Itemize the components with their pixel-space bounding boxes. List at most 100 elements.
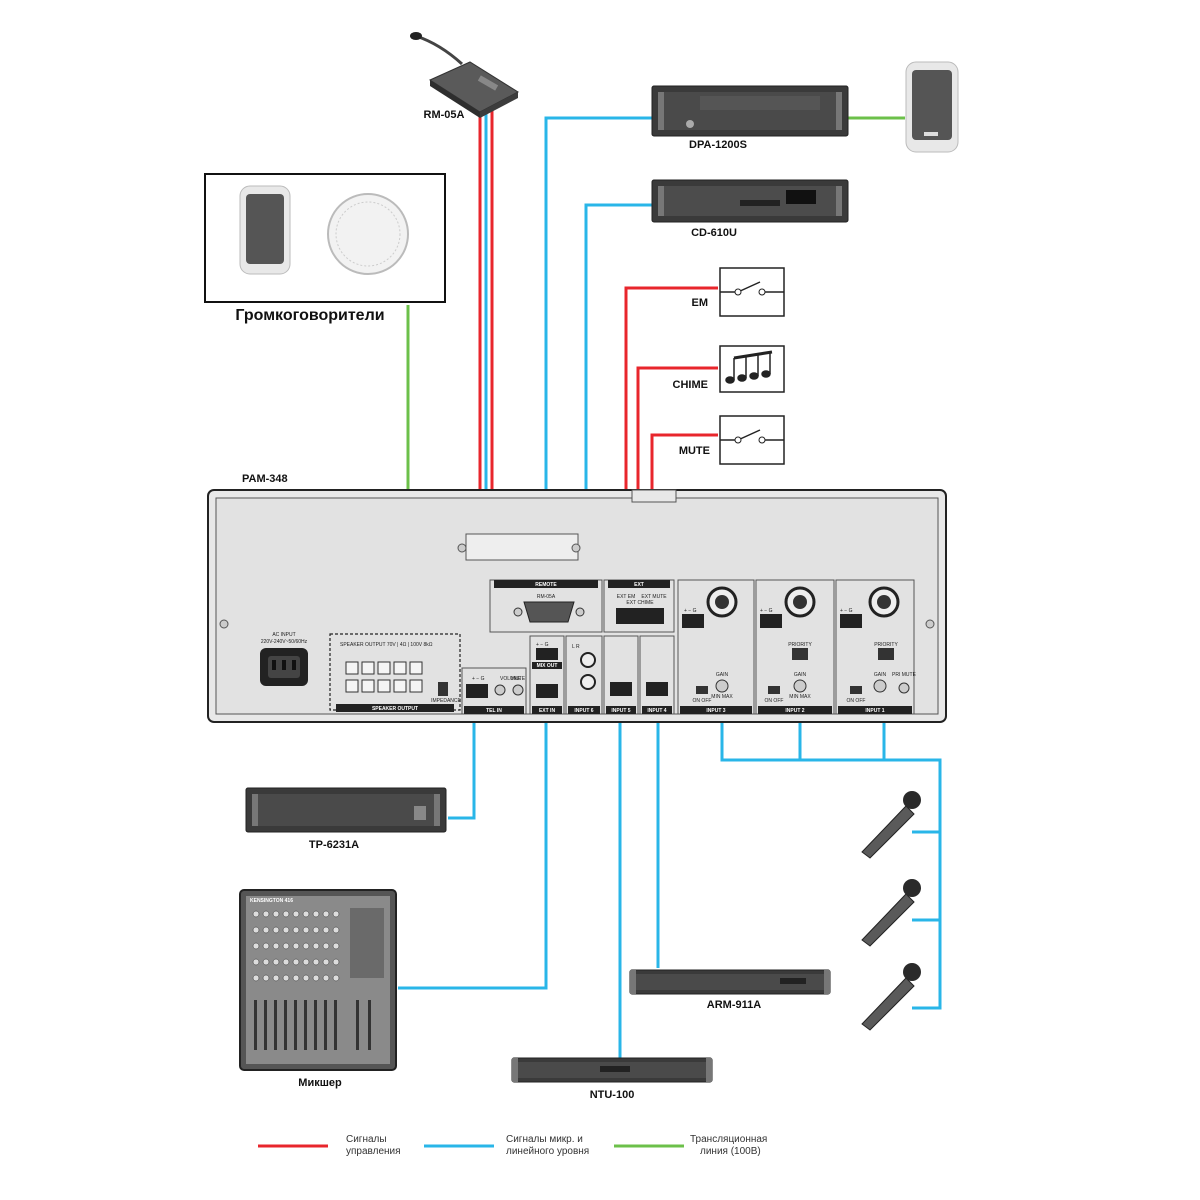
remote-db9-port[interactable] <box>523 601 575 623</box>
telin-mute-label: MUTE <box>511 676 526 682</box>
input1-label: INPUT 1 <box>865 708 884 714</box>
mixer-device[interactable]: KENSINGTON 416 Микшер <box>239 889 397 1089</box>
mixer-label: Микшер <box>298 1077 342 1089</box>
telin-label: TEL IN <box>486 708 502 714</box>
input3-minmax: MIN MAX <box>711 694 733 700</box>
rm05a-device[interactable]: RM-05A <box>410 32 520 121</box>
ext-terminal[interactable] <box>616 608 664 624</box>
input4-terminal[interactable] <box>646 682 668 696</box>
input2-label: INPUT 2 <box>785 708 804 714</box>
microphone-2[interactable] <box>861 879 921 947</box>
ext-em-label: EXT EM <box>617 594 636 600</box>
input1-primute-knob[interactable] <box>898 682 910 694</box>
extin-terminal[interactable] <box>536 684 558 698</box>
speaker-output-label: SPEAKER OUTPUT <box>372 706 418 712</box>
microphone-3[interactable] <box>861 963 921 1031</box>
impedance-label: IMPEDANCE <box>431 698 461 704</box>
input3-gain-label: GAIN <box>716 672 729 678</box>
input3-gain-knob[interactable] <box>715 679 729 693</box>
pam348-label: PAM-348 <box>242 473 288 485</box>
dpa-speaker <box>905 61 959 153</box>
legend-control-line2: управления <box>346 1146 401 1157</box>
tp6231a-device[interactable]: TP-6231A <box>245 787 447 851</box>
input1-gain-label: GAIN <box>874 672 887 678</box>
input1-terminal[interactable] <box>840 614 862 628</box>
input1-primute-label: PRI MUTE <box>892 672 917 678</box>
input3-pmg: + − G <box>684 608 697 614</box>
input6-rca-r[interactable] <box>580 674 596 690</box>
ac-input-label: AC INPUT <box>272 632 295 638</box>
input3-label: INPUT 3 <box>706 708 725 714</box>
input1-pmg: + − G <box>840 608 853 614</box>
speakers-title: Громкоговорители <box>235 307 384 324</box>
microphone-1[interactable] <box>861 791 921 859</box>
tp6231a-label: TP-6231A <box>309 839 359 851</box>
blue-line-tel <box>448 690 476 820</box>
blue-line-mixer <box>398 690 548 990</box>
rm05a-port-label: RM-05A <box>537 594 556 600</box>
arm911a-label: ARM-911A <box>707 999 761 1011</box>
mixer-knobs <box>252 910 340 982</box>
telin-terminal[interactable] <box>466 684 488 698</box>
speakers-box: Громкоговорители <box>204 173 446 324</box>
speaker-terminals[interactable] <box>345 661 423 693</box>
input1-phantom-label: ON OFF <box>847 698 866 704</box>
legend-line100-line2: линия (100В) <box>700 1146 761 1157</box>
cd610u-label: CD-610U <box>691 227 737 239</box>
speaker-output-header: SPEAKER OUTPUT 70V | 4Ω | 100V 8kΩ <box>340 642 433 648</box>
telin-mute-knob[interactable] <box>512 684 524 696</box>
input3-phantom-switch[interactable] <box>696 686 708 694</box>
cables <box>398 110 942 1060</box>
input2-priority-switch[interactable] <box>792 648 808 660</box>
trigger-mute[interactable]: MUTE <box>679 415 785 465</box>
input2-gain-knob[interactable] <box>793 679 807 693</box>
legend-control-line1: Сигналы <box>346 1134 387 1145</box>
trigger-em-label: EM <box>692 297 709 309</box>
input5-label: INPUT 5 <box>611 708 630 714</box>
ext-mute-label: EXT MUTE <box>641 594 667 600</box>
legend-audio-line2: линейного уровня <box>506 1146 589 1157</box>
rm05a-label: RM-05A <box>424 109 465 121</box>
pam348-panel: AC INPUT 220V-240V~50/60Hz SPEAKER OUTPU… <box>207 489 947 723</box>
ext-chime-label: EXT CHIME <box>626 600 654 606</box>
input3-terminal[interactable] <box>682 614 704 628</box>
input6-lr: L R <box>572 644 580 650</box>
ext-label: EXT <box>634 582 644 588</box>
legend: Сигналы управления Сигналы микр. и линей… <box>258 1134 767 1157</box>
input2-terminal[interactable] <box>760 614 782 628</box>
impedance-switch[interactable] <box>438 682 448 696</box>
input2-phantom-switch[interactable] <box>768 686 780 694</box>
extin-label: EXT IN <box>539 708 556 714</box>
mixer-brand: KENSINGTON 416 <box>250 898 293 904</box>
input4-label: INPUT 4 <box>647 708 666 714</box>
input5-terminal[interactable] <box>610 682 632 696</box>
input1-priority-switch[interactable] <box>878 648 894 660</box>
dpa1200s-label: DPA-1200S <box>689 139 747 151</box>
rm05a-gooseneck <box>415 34 464 66</box>
arm911a-device[interactable]: ARM-911A <box>629 969 831 1011</box>
mixout-label: MIX OUT <box>537 663 558 669</box>
input2-phantom-label: ON OFF <box>765 698 784 704</box>
input3-phantom-label: ON OFF <box>693 698 712 704</box>
ntu100-device[interactable]: NTU-100 <box>511 1057 713 1101</box>
input6-rca-l[interactable] <box>580 652 596 668</box>
trigger-chime[interactable]: CHIME <box>673 345 785 393</box>
mixout-pmg: + − G <box>536 642 549 648</box>
ntu100-label: NTU-100 <box>590 1089 635 1101</box>
trigger-em[interactable]: EM <box>692 267 785 317</box>
cd610u-device[interactable]: CD-610U <box>651 179 849 239</box>
input1-phantom-switch[interactable] <box>850 686 862 694</box>
input6-label: INPUT 6 <box>574 708 593 714</box>
input1-gain-knob[interactable] <box>873 679 887 693</box>
input2-minmax: MIN MAX <box>789 694 811 700</box>
trigger-mute-label: MUTE <box>679 445 710 457</box>
input1-priority-label: PRIORITY <box>874 642 898 648</box>
remote-label: REMOTE <box>535 582 557 588</box>
telin-volume-label: VOLUME <box>500 676 522 682</box>
mixout-terminal[interactable] <box>536 648 558 660</box>
legend-line100-line1: Трансляционная <box>690 1134 767 1145</box>
mixer-faders <box>254 1000 371 1050</box>
dpa1200s-device[interactable]: DPA-1200S <box>651 85 849 151</box>
legend-audio-line1: Сигналы микр. и <box>506 1134 583 1145</box>
telin-volume-knob[interactable] <box>494 684 506 696</box>
